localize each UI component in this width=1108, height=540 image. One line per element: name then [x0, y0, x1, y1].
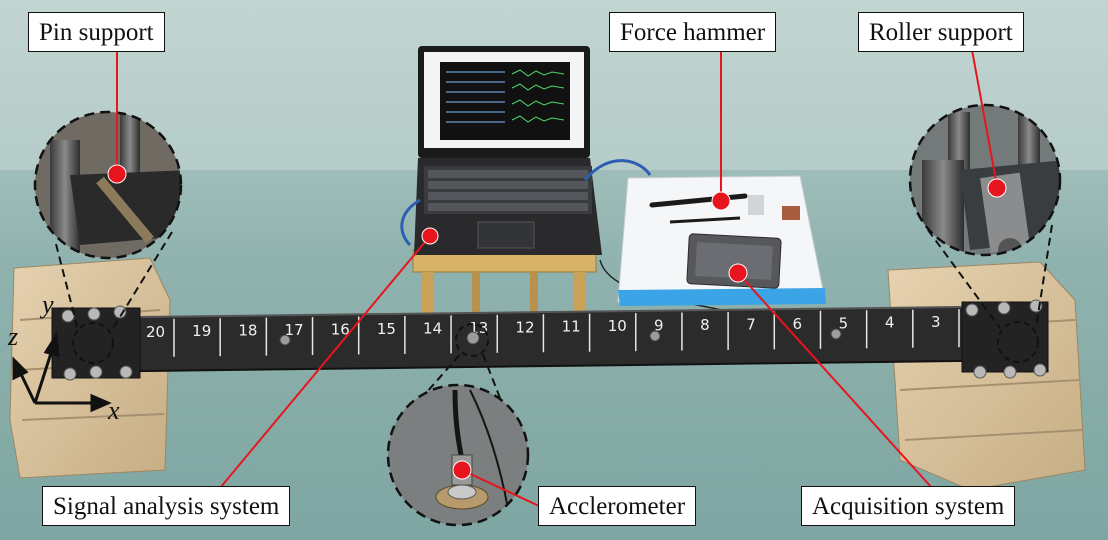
beam-station-number: 10 [608, 317, 627, 335]
beam-station-number: 5 [839, 314, 849, 332]
accelerometer-label: Acclerometer [538, 486, 697, 526]
beam-station-number: 20 [146, 323, 165, 341]
beam-station-number: 15 [377, 320, 396, 338]
beam-station-number: 9 [654, 317, 664, 335]
beam-station-number: 19 [192, 322, 211, 340]
beam-station-number: 3 [931, 313, 941, 331]
beam-station-number: 14 [423, 319, 442, 337]
beam-station-number: 4 [885, 314, 895, 332]
x-axis-label: x [108, 396, 120, 425]
beam-station-number: 7 [746, 315, 756, 333]
beam-station-number: 11 [562, 318, 581, 336]
roller-support-label: Roller support [858, 12, 1024, 52]
beam-station-number: 18 [238, 322, 257, 340]
pin-support-label: Pin support [28, 12, 165, 52]
signal-analysis-label: Signal analysis system [42, 486, 291, 526]
beam-station-number: 6 [792, 315, 802, 333]
beam-station-number: 17 [285, 321, 304, 339]
beam-station-number: 12 [515, 318, 534, 336]
beam-station-number: 16 [331, 321, 350, 339]
z-axis-label: z [8, 322, 19, 351]
y-axis-label: y [42, 290, 54, 319]
force-hammer-label: Force hammer [609, 12, 777, 52]
beam-station-number: 8 [700, 316, 710, 334]
acquisition-system-label: Acquisition system [801, 486, 1016, 526]
